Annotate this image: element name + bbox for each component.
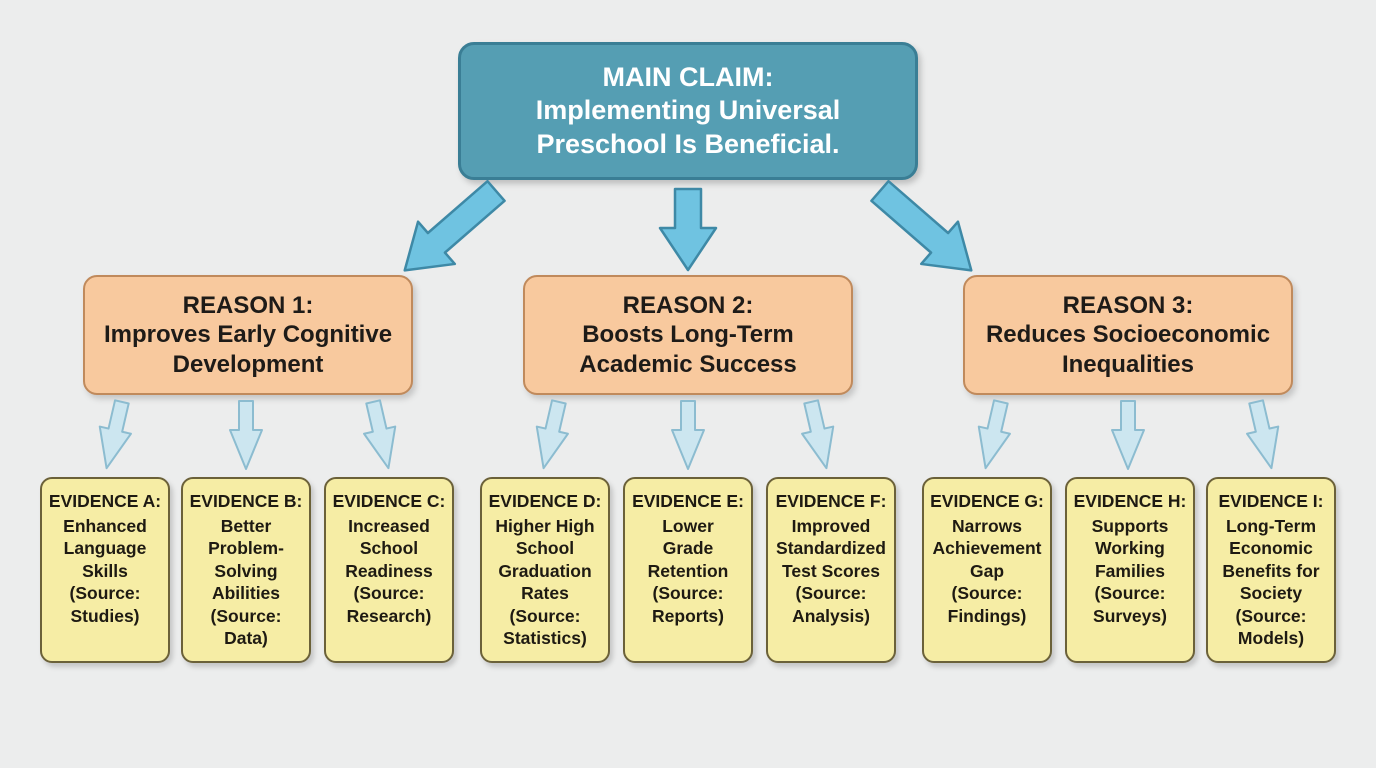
evidence-f-text: Improved Standardized Test Scores bbox=[776, 515, 886, 581]
arrow-down-right-small-icon bbox=[793, 397, 844, 475]
arrow-down-small-icon bbox=[670, 400, 706, 472]
arrow-down-left-small-icon bbox=[967, 397, 1018, 475]
evidence-a-box: EVIDENCE A: Enhanced Language Skills (So… bbox=[40, 477, 170, 663]
evidence-g-source: (Source: Findings) bbox=[947, 583, 1027, 626]
evidence-e-text: Lower Grade Retention bbox=[647, 515, 729, 581]
evidence-c-text: Increased School Readiness bbox=[345, 515, 433, 581]
evidence-b-title: EVIDENCE B: bbox=[189, 491, 303, 511]
evidence-i-box: EVIDENCE I: Long-Term Economic Benefits … bbox=[1206, 477, 1336, 663]
arrow-down-left-icon bbox=[384, 168, 517, 295]
evidence-f-title: EVIDENCE F: bbox=[775, 491, 887, 511]
evidence-d-box: EVIDENCE D: Higher High School Graduatio… bbox=[480, 477, 610, 663]
evidence-e-box: EVIDENCE E: Lower Grade Retention (Sourc… bbox=[623, 477, 753, 663]
evidence-e-title: EVIDENCE E: bbox=[632, 491, 744, 511]
main-claim-box: MAIN CLAIM: Implementing Universal Presc… bbox=[458, 42, 918, 180]
arrow-down-right-small-icon bbox=[355, 397, 406, 475]
evidence-e-source: (Source: Reports) bbox=[652, 583, 724, 626]
main-claim-text: Implementing Universal Preschool Is Bene… bbox=[535, 95, 841, 159]
evidence-i-source: (Source: Models) bbox=[1235, 605, 1307, 649]
evidence-b-box: EVIDENCE B: Better Problem- Solving Abil… bbox=[181, 477, 311, 663]
evidence-h-source: (Source: Surveys) bbox=[1093, 583, 1167, 626]
evidence-f-box: EVIDENCE F: Improved Standardized Test S… bbox=[766, 477, 896, 663]
evidence-h-title: EVIDENCE H: bbox=[1073, 491, 1187, 511]
arrow-down-left-small-icon bbox=[88, 397, 139, 475]
reason-1-text: Improves Early Cognitive Development bbox=[103, 321, 393, 378]
evidence-f-source: (Source: Analysis) bbox=[792, 583, 870, 626]
arrow-down-small-icon bbox=[228, 400, 264, 472]
evidence-h-box: EVIDENCE H: Supports Working Families (S… bbox=[1065, 477, 1195, 663]
evidence-g-box: EVIDENCE G: Narrows Achievement Gap (Sou… bbox=[922, 477, 1052, 663]
reason-3-title: REASON 3: bbox=[1062, 292, 1194, 320]
reason-2-box: REASON 2: Boosts Long-Term Academic Succ… bbox=[523, 275, 853, 395]
evidence-a-source: (Source: Studies) bbox=[69, 583, 141, 626]
evidence-g-text: Narrows Achievement Gap bbox=[932, 515, 1042, 581]
arrow-down-icon bbox=[658, 187, 718, 272]
reason-1-title: REASON 1: bbox=[182, 292, 314, 320]
evidence-d-source: (Source: Statistics) bbox=[503, 605, 587, 649]
arrow-down-left-small-icon bbox=[525, 397, 576, 475]
reason-1-box: REASON 1: Improves Early Cognitive Devel… bbox=[83, 275, 413, 395]
evidence-i-title: EVIDENCE I: bbox=[1218, 491, 1324, 511]
evidence-h-text: Supports Working Families bbox=[1091, 515, 1169, 581]
arrow-down-right-small-icon bbox=[1238, 397, 1289, 475]
evidence-a-title: EVIDENCE A: bbox=[48, 491, 162, 511]
evidence-b-source: (Source: Data) bbox=[210, 605, 282, 649]
evidence-c-title: EVIDENCE C: bbox=[332, 491, 446, 511]
main-claim-title: MAIN CLAIM: bbox=[602, 61, 774, 92]
evidence-d-text: Higher High School Graduation Rates bbox=[495, 515, 595, 604]
evidence-i-text: Long-Term Economic Benefits for Society bbox=[1222, 515, 1320, 604]
evidence-d-title: EVIDENCE D: bbox=[488, 491, 602, 511]
evidence-a-text: Enhanced Language Skills bbox=[63, 515, 147, 581]
reason-3-text: Reduces Socioeconomic Inequalities bbox=[985, 321, 1271, 378]
evidence-c-source: (Source: Research) bbox=[346, 583, 432, 626]
evidence-c-box: EVIDENCE C: Increased School Readiness (… bbox=[324, 477, 454, 663]
arrow-down-right-icon bbox=[860, 168, 993, 295]
arrow-down-small-icon bbox=[1110, 400, 1146, 472]
evidence-b-text: Better Problem- Solving Abilities bbox=[208, 515, 284, 604]
reason-2-text: Boosts Long-Term Academic Success bbox=[579, 321, 797, 378]
reason-2-title: REASON 2: bbox=[622, 292, 754, 320]
evidence-g-title: EVIDENCE G: bbox=[930, 491, 1044, 511]
reason-3-box: REASON 3: Reduces Socioeconomic Inequali… bbox=[963, 275, 1293, 395]
